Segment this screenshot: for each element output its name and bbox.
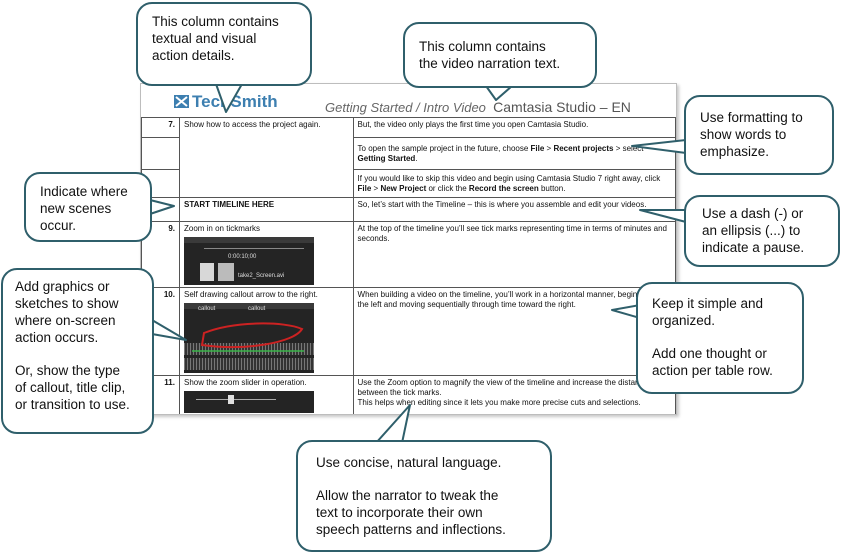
techsmith-logo: TechSmith xyxy=(174,92,278,112)
zoom-slider-thumbnail xyxy=(183,391,314,413)
narration-cell: If you would like to skip this video and… xyxy=(352,169,676,198)
table-row: 9. Zoom in on tickmarks 0:00:10;00 take2… xyxy=(141,221,676,288)
narration-cell: To open the sample project in the future… xyxy=(352,137,676,170)
table-row: 7. Show how to access the project again.… xyxy=(141,117,676,198)
callout-natural-language: Use concise, natural language. Allow the… xyxy=(296,440,552,552)
callout-text: Use concise, natural language. xyxy=(316,455,502,470)
action-cell: Show the zoom slider in operation. xyxy=(178,375,354,414)
table-row: To open the sample project in the future… xyxy=(141,137,676,170)
narration-cell: At the top of the timeline you’ll see ti… xyxy=(352,221,676,288)
narration-cell: So, let’s start with the Timeline – this… xyxy=(352,197,676,222)
row-number: 7. xyxy=(141,117,180,138)
table-row: START TIMELINE HERE So, let’s start with… xyxy=(141,197,676,222)
narration-cell: Use the Zoom option to magnify the view … xyxy=(352,375,676,414)
action-text: Self drawing callout arrow to the right. xyxy=(183,290,318,299)
action-text: Zoom in on tickmarks xyxy=(183,224,261,233)
document-header: TechSmith Getting Started / Intro Video … xyxy=(141,84,676,115)
techsmith-logo-icon xyxy=(174,95,189,108)
row-number xyxy=(141,137,180,170)
action-text: Show the zoom slider in operation. xyxy=(183,378,307,387)
action-cell: Zoom in on tickmarks 0:00:10;00 take2_Sc… xyxy=(178,221,354,288)
scene-marker-cell: START TIMELINE HERE xyxy=(178,197,354,222)
table-row: 10. Self drawing callout arrow to the ri… xyxy=(141,287,676,376)
script-document-page: TechSmith Getting Started / Intro Video … xyxy=(140,83,677,415)
action-cell: Show how to access the project again. xyxy=(178,117,354,198)
action-cell: Self drawing callout arrow to the right.… xyxy=(178,287,354,376)
timeline-sketch-thumbnail: callout callout xyxy=(183,303,314,373)
document-title: Getting Started / Intro Video Camtasia S… xyxy=(325,99,631,115)
red-callout-arrow-sketch xyxy=(191,322,304,352)
timeline-thumbnail: 0:00:10;00 take2_Screen.avi xyxy=(183,237,314,285)
narration-cell: When building a video on the timeline, y… xyxy=(352,287,676,376)
narration-cell: But, the video only plays the first time… xyxy=(352,117,676,138)
script-table: 7. Show how to access the project again.… xyxy=(141,117,676,414)
table-row: 11. Show the zoom slider in operation. U… xyxy=(141,375,676,414)
